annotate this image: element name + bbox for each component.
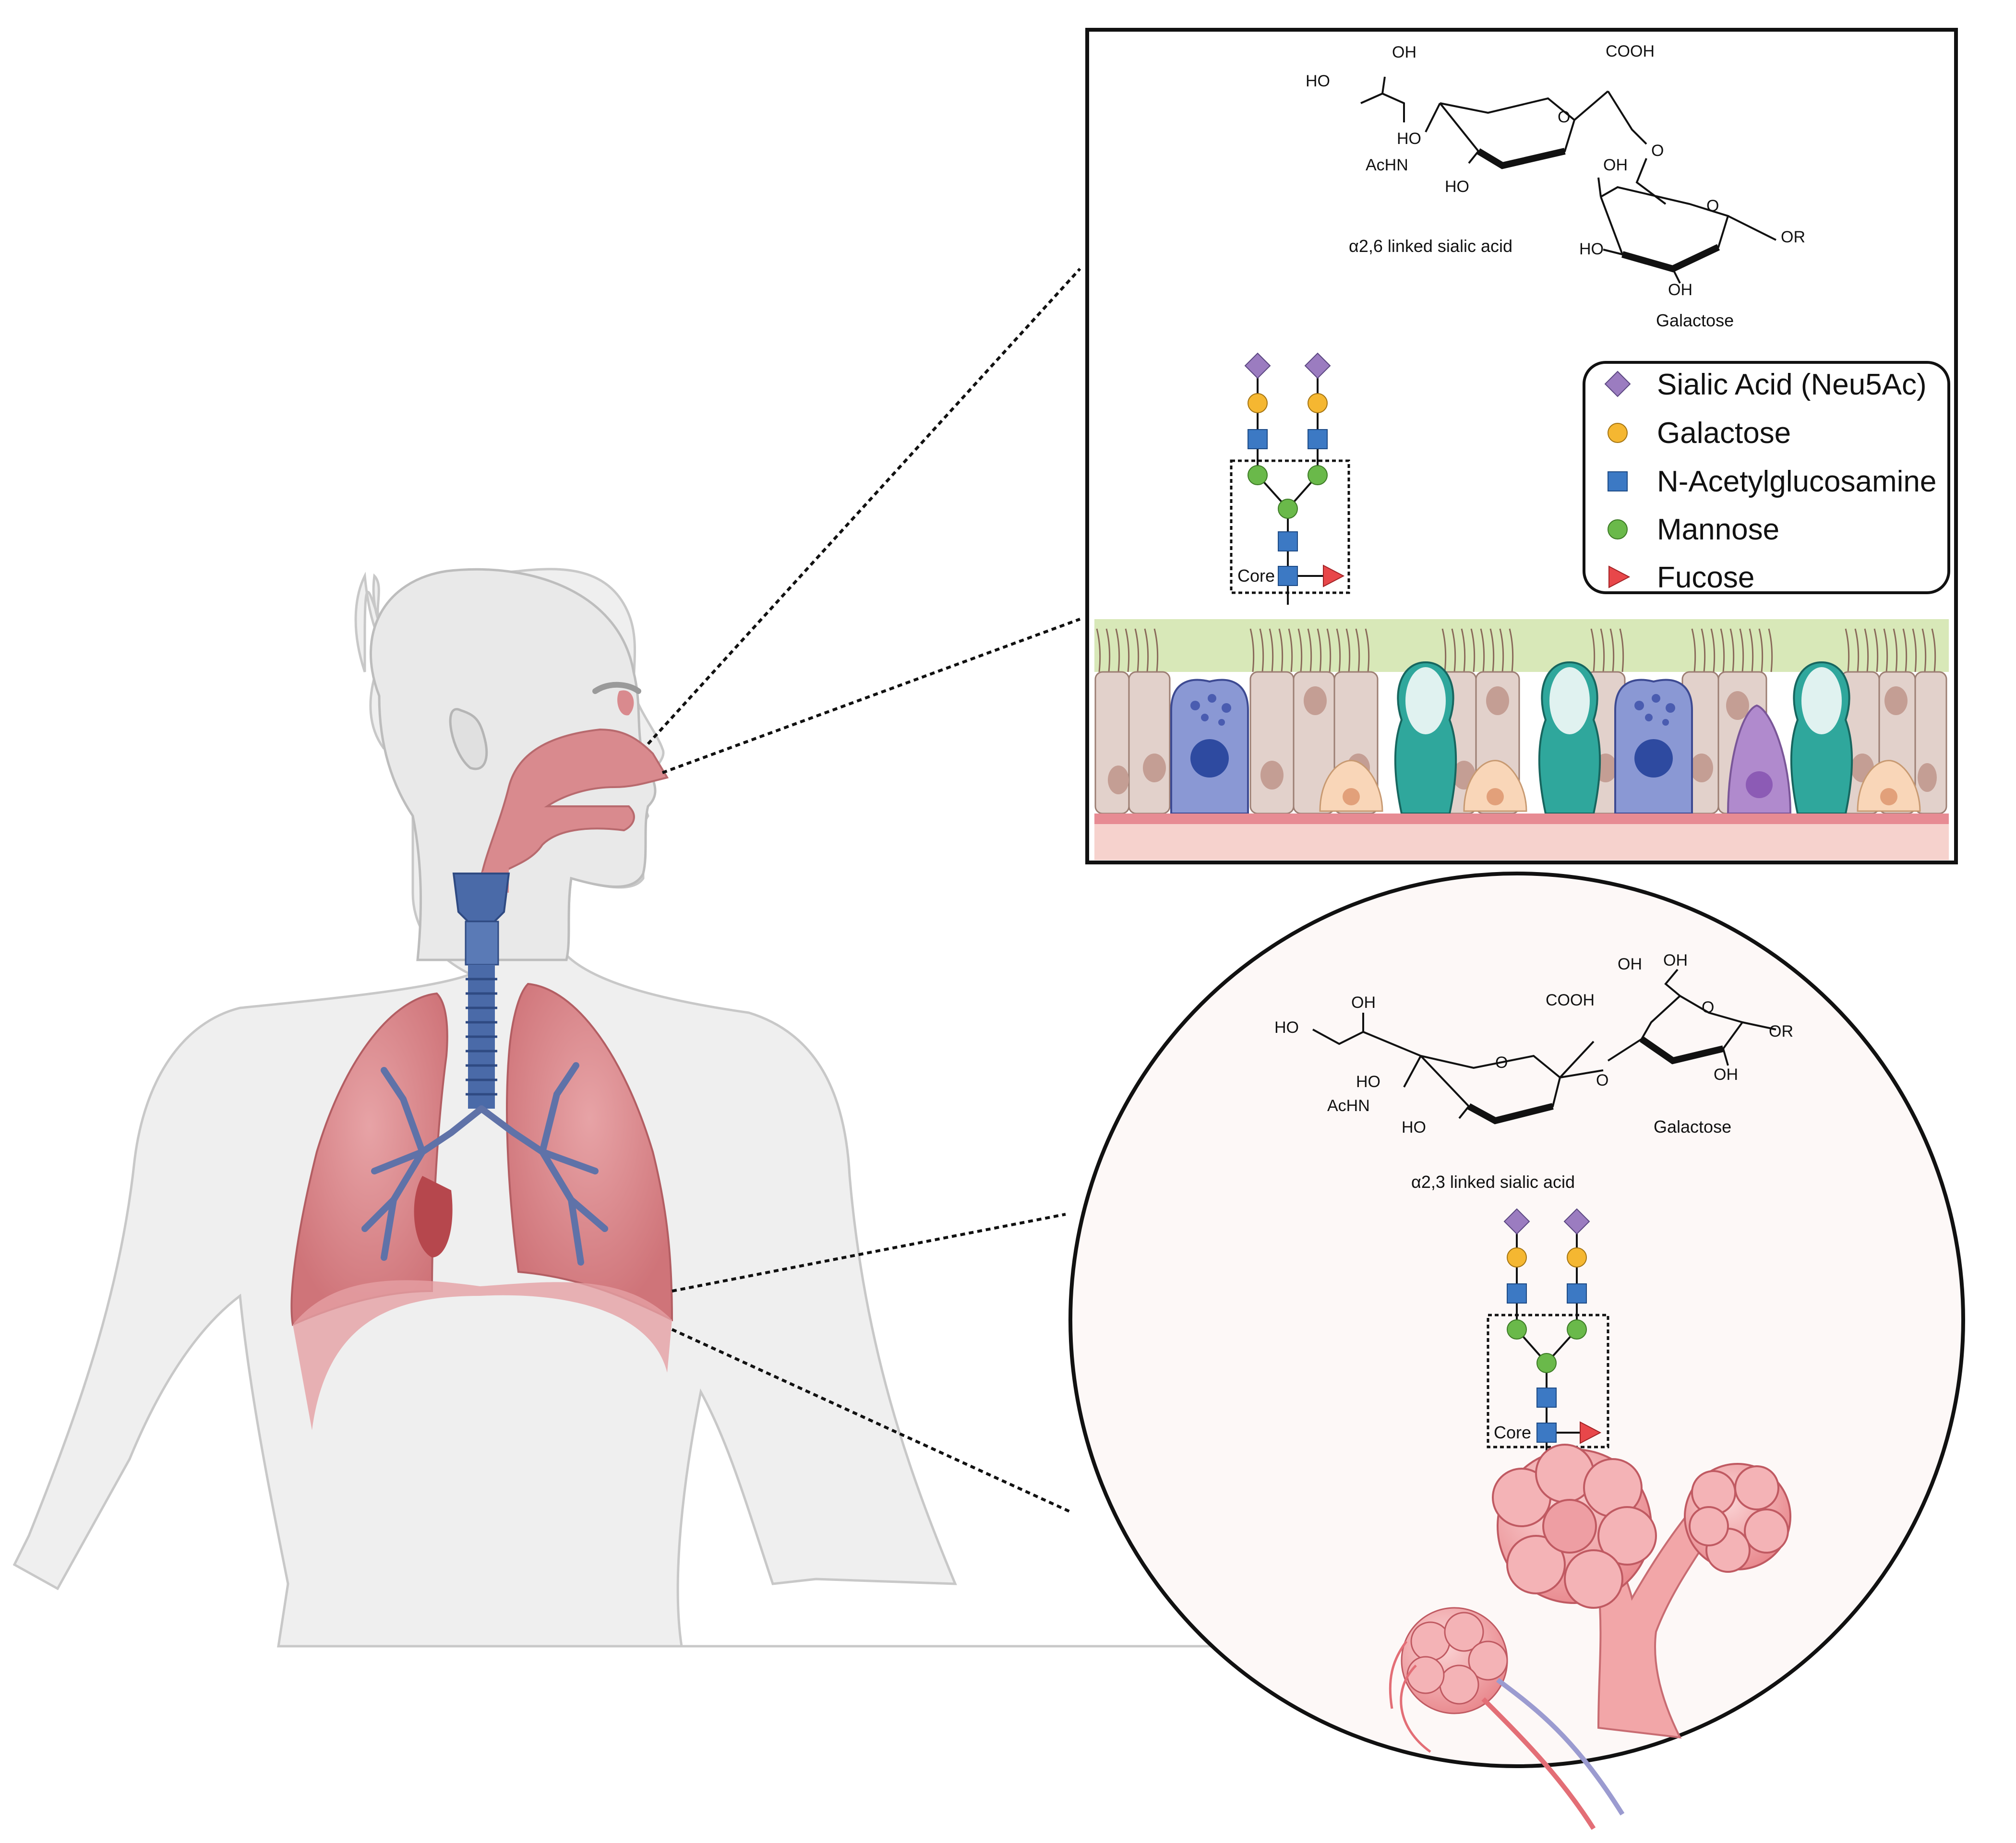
label-achn-b: AcHN [1327, 1097, 1370, 1115]
legend-galactose-symbol [1608, 423, 1628, 443]
core-label-top: Core [1237, 566, 1275, 586]
label-ho-left-b: HO [1274, 1018, 1299, 1037]
callout-lines [647, 267, 1081, 1513]
alpha26-structure: OH HO COOH O HO AcHN HO O OH O OR HO OH … [1306, 42, 1805, 330]
upper-airway-panel: OH HO COOH O HO AcHN HO O OH O OR HO OH … [1085, 28, 1958, 864]
label-gal-oh2-b: OH [1663, 951, 1688, 969]
label-gal-ho: HO [1579, 240, 1604, 258]
glcnac-node [1278, 566, 1298, 586]
label-gal-oh-bottom-b: OH [1714, 1065, 1738, 1084]
core-box-bottom [1487, 1314, 1609, 1448]
legend-label-galactose: Galactose [1657, 417, 1791, 450]
mucus-layer [1094, 619, 1949, 672]
legend-label-mannose: Mannose [1657, 513, 1779, 546]
club-cells [1170, 679, 1693, 814]
alveolar-sac-small [1684, 1463, 1791, 1573]
mannose-node [1308, 465, 1328, 485]
label-link-o: O [1651, 142, 1664, 160]
label-gal-ring-o: O [1706, 197, 1719, 215]
label-gal-oh-bottom: OH [1668, 281, 1692, 299]
legend-mannose-symbol [1608, 519, 1628, 539]
glcnac-node [1507, 1283, 1527, 1304]
alpha26-caption: α2,6 linked sialic acid [1349, 236, 1512, 256]
label-cooh: COOH [1606, 42, 1655, 60]
head-outline [370, 568, 657, 961]
alpha23-structure: OH HO COOH O HO AcHN HO O OH OH O OR OH … [1274, 951, 1793, 1192]
airway-epithelium [1094, 619, 1949, 860]
legend-label-glcnac: N-Acetylglucosamine [1657, 465, 1936, 498]
core-box [1230, 459, 1350, 594]
glcnac-node [1248, 429, 1268, 449]
mannose-node [1507, 1319, 1527, 1340]
label-ho-mid-b: HO [1356, 1073, 1380, 1091]
label-gal-oh1-b: OH [1618, 955, 1642, 973]
galactose-node [1308, 393, 1328, 413]
bronchial-tree [361, 1062, 608, 1266]
legend-label-sialic: Sialic Acid (Neu5Ac) [1657, 368, 1927, 401]
mannose-node [1567, 1319, 1587, 1340]
label-ring-o: O [1558, 108, 1570, 126]
alveoli-illustration [1389, 1444, 1791, 1830]
basal-cells [1319, 760, 1921, 812]
galactose-node [1567, 1247, 1587, 1268]
label-achn: AcHN [1366, 156, 1408, 174]
galactose-node [1507, 1247, 1527, 1268]
mannose-node [1248, 465, 1268, 485]
alpha23-caption: α2,3 linked sialic acid [1411, 1172, 1575, 1192]
label-ho-mid: HO [1397, 130, 1421, 148]
glcnac-node [1536, 1388, 1557, 1408]
galactose-label-bottom: Galactose [1654, 1117, 1731, 1137]
diaphragm [293, 1280, 672, 1430]
glycan-tree-bottom: Core [1487, 1209, 1609, 1459]
label-gal-or-b: OR [1769, 1022, 1793, 1041]
legend-box [1583, 361, 1950, 594]
nasal-tip [617, 690, 634, 716]
label-link-o-b: O [1596, 1071, 1608, 1089]
human-torso-figure [12, 568, 1536, 1648]
alveolar-cluster-lower [1401, 1607, 1508, 1714]
mannose-node [1278, 499, 1298, 519]
alveolar-sac-large [1492, 1444, 1657, 1609]
cilia [1096, 628, 1936, 672]
basement-membrane [1094, 814, 1949, 824]
neuroendocrine-cell [1727, 704, 1792, 814]
eyebrow [592, 682, 641, 694]
lower-airway-panel: OH HO COOH O HO AcHN HO O OH OH O OR OH … [1068, 872, 1965, 1830]
label-oh-top: OH [1392, 43, 1416, 61]
legend-glcnac-symbol [1608, 471, 1628, 491]
core-label-bottom: Core [1494, 1423, 1531, 1442]
label-ring-o-b: O [1495, 1053, 1508, 1072]
label-ho-bottom-b: HO [1402, 1118, 1426, 1137]
glcnac-node [1536, 1423, 1557, 1443]
glcnac-node [1308, 429, 1328, 449]
legend: Sialic Acid (Neu5Ac) Galactose N-Acetylg… [1583, 361, 1950, 594]
blood-vessels [1389, 1640, 1625, 1830]
label-ho-bottom: HO [1445, 178, 1469, 196]
larynx [452, 873, 510, 966]
label-cooh-b: COOH [1546, 991, 1595, 1009]
galactose-label-top: Galactose [1656, 311, 1734, 330]
label-ho-left: HO [1306, 72, 1330, 90]
glcnac-node [1567, 1283, 1587, 1304]
label-oh-top-b: OH [1351, 993, 1376, 1012]
glcnac-node [1278, 531, 1298, 551]
label-gal-oh-top: OH [1603, 156, 1628, 174]
legend-label-fucose: Fucose [1657, 561, 1754, 594]
lamina-propria [1094, 824, 1949, 860]
goblet-cells [1394, 661, 1853, 814]
heart [414, 1176, 453, 1257]
glycan-tree-top: Core [1230, 353, 1350, 605]
label-gal-or: OR [1781, 228, 1805, 246]
ear [449, 708, 488, 770]
trachea [466, 965, 497, 1109]
mannose-node [1536, 1353, 1557, 1373]
galactose-node [1248, 393, 1268, 413]
label-gal-ring-o-b: O [1702, 998, 1714, 1017]
